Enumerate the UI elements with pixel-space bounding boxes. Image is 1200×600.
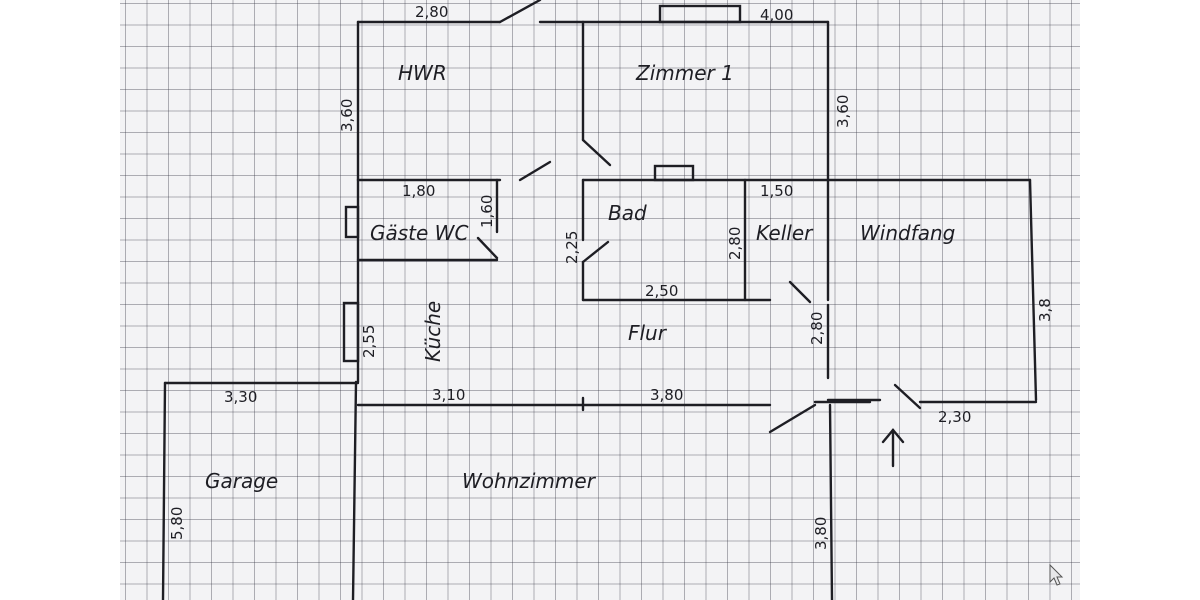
door-wohnzimmer [768, 403, 817, 434]
dim-bad-left: 2,25 [563, 231, 581, 264]
window-kueche [342, 301, 360, 363]
dim-flur-right: 2,80 [808, 312, 826, 345]
dim-wc-top: 1,80 [402, 182, 435, 200]
dim-hwr-left: 3,60 [338, 99, 356, 132]
dim-garage-top: 3,30 [224, 388, 257, 406]
door-wc [476, 236, 499, 260]
arrow-up-icon [881, 428, 905, 468]
dim-keller-top: 1,50 [760, 182, 793, 200]
room-label-zimmer1: Zimmer 1 [635, 61, 734, 85]
window-zimmer1 [658, 4, 742, 24]
wall-garage-left [161, 381, 167, 600]
door-hwr-bottom [518, 160, 552, 182]
dim-hwr-top: 2,80 [415, 3, 448, 21]
door-hwr-top [498, 0, 542, 24]
dim-wc-right: 1,60 [478, 195, 496, 228]
mouse-cursor-icon [1049, 563, 1064, 586]
room-label-wohnzimmer: Wohnzimmer [462, 469, 597, 493]
room-label-windfang: Windfang [860, 221, 955, 245]
wall-wohn-right [828, 403, 834, 600]
window-wc [344, 205, 360, 239]
dim-bad-bottom: 2,50 [645, 282, 678, 300]
dim-zimmer1-right: 3,60 [834, 95, 852, 128]
wall-wohn-left [351, 380, 358, 600]
dim-kueche-left: 2,55 [360, 325, 378, 358]
dim-windfang-bottom: 2,30 [938, 408, 971, 426]
room-label-hwr: HWR [398, 61, 447, 85]
dim-windfang-right: 3,8 [1036, 298, 1054, 322]
door-bad [581, 240, 610, 264]
door-entrance [893, 383, 922, 410]
dim-wohn-top-left: 3,10 [432, 386, 465, 404]
room-label-gaeste-wc: Gäste WC [370, 221, 468, 245]
wall-windfang-right [1028, 178, 1038, 402]
room-label-bad: Bad [608, 201, 647, 225]
door-keller [788, 280, 812, 304]
window-bad [653, 164, 695, 182]
dim-wohn-top-right: 3,80 [650, 386, 683, 404]
room-label-kueche: Küche [421, 301, 445, 362]
door-zimmer1 [581, 138, 612, 167]
dim-wohn-right: 3,80 [812, 517, 830, 550]
room-label-keller: Keller [756, 221, 814, 245]
room-label-garage: Garage [205, 469, 278, 493]
dim-zimmer1-top: 4,00 [760, 6, 793, 24]
dim-garage-left: 5,80 [168, 507, 186, 540]
room-label-flur: Flur [628, 321, 668, 345]
dim-keller-left: 2,80 [726, 227, 744, 260]
